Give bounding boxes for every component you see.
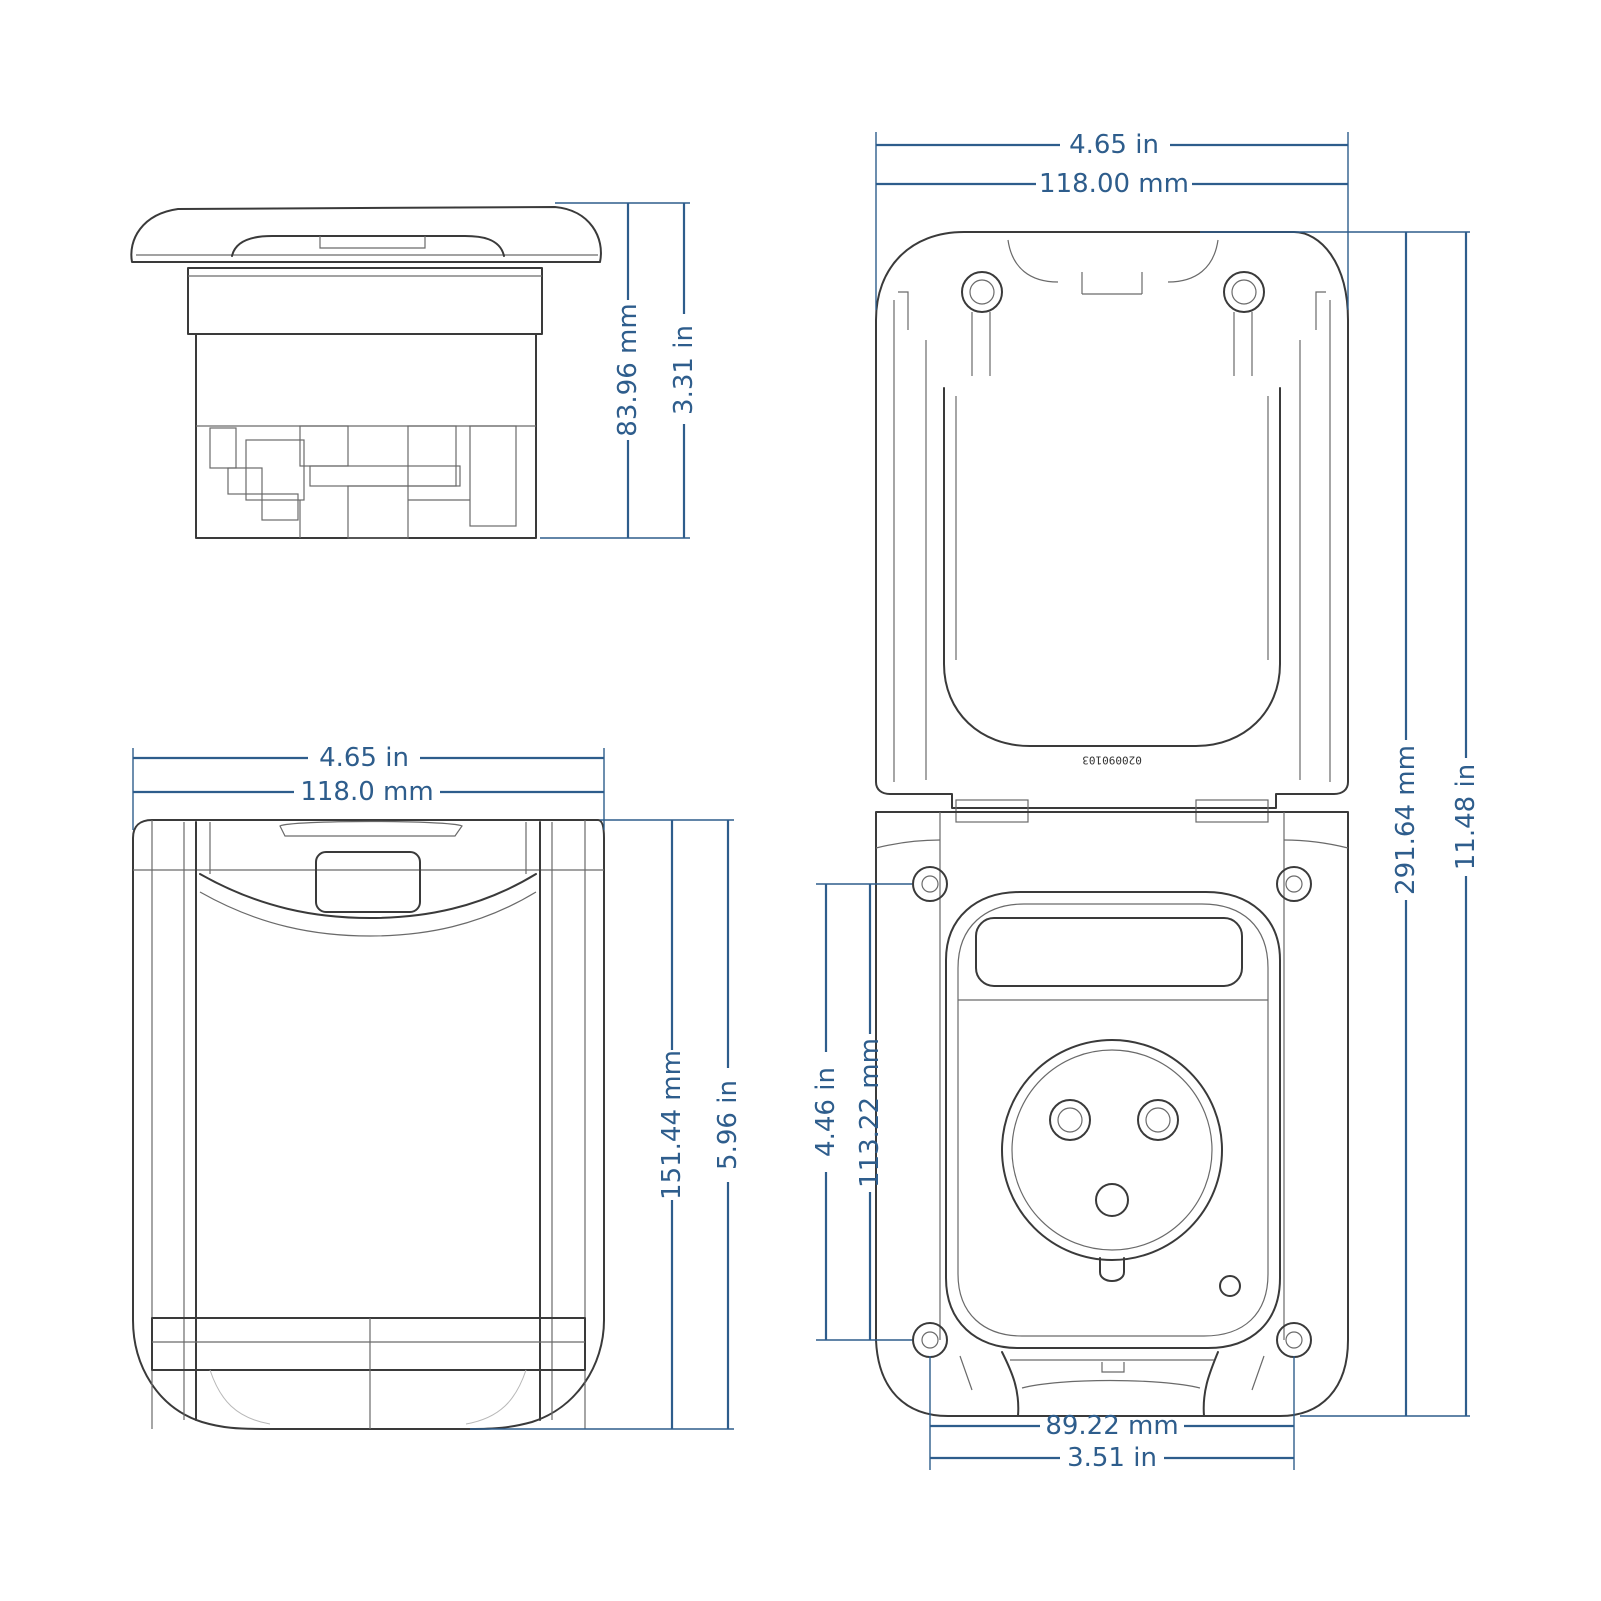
mount-width-in-label: 3.51 in — [1067, 1443, 1157, 1473]
side-height-mm-label: 83.96 mm — [613, 303, 643, 436]
side-view-drawing — [130, 206, 602, 539]
closed-width-in-label: 4.65 in — [319, 743, 409, 773]
mount-height-in-label: 4.46 in — [811, 1067, 841, 1157]
side-height-dimensions — [540, 202, 690, 539]
open-width-mm-label: 118.00 mm — [1039, 169, 1189, 199]
side-height-in-label: 3.31 in — [669, 325, 699, 415]
front-open-dimensions — [816, 132, 1470, 1470]
open-height-mm-label: 291.64 mm — [1391, 745, 1421, 895]
open-height-in-label: 11.48 in — [1451, 764, 1481, 870]
mount-height-mm-label: 113.22 mm — [855, 1038, 885, 1188]
front-open-view-drawing — [875, 231, 1349, 1417]
front-closed-dimensions — [132, 748, 734, 1430]
open-width-in-label: 4.65 in — [1069, 130, 1159, 160]
part-number-label: 020090103 — [1082, 754, 1142, 767]
front-closed-view-drawing — [132, 819, 605, 1430]
closed-width-mm-label: 118.0 mm — [300, 777, 433, 807]
mount-width-mm-label: 89.22 mm — [1045, 1411, 1178, 1441]
closed-height-in-label: 5.96 in — [713, 1080, 743, 1170]
closed-height-mm-label: 151.44 mm — [657, 1050, 687, 1200]
